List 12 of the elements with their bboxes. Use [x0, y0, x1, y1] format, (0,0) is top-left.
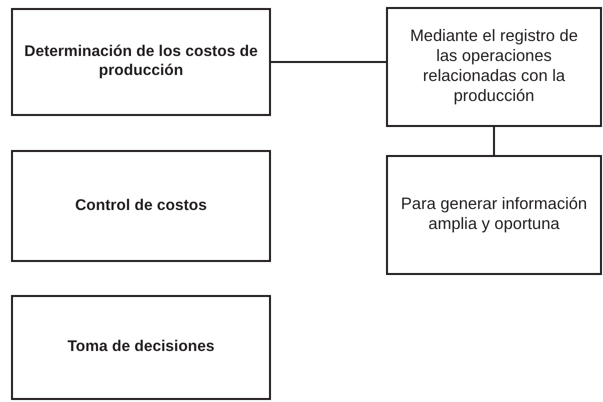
text-box	[11, 150, 271, 262]
box-text: Para generar información amplia y oportuna	[400, 195, 588, 235]
text-box	[11, 8, 271, 116]
box-text: Toma de decisiones	[67, 338, 214, 357]
text-box	[386, 7, 602, 127]
box-text: Determinación de los costos de producción	[23, 43, 259, 81]
box-text: Control de costos	[75, 196, 207, 216]
connector-line	[493, 127, 495, 155]
text-box	[11, 295, 271, 400]
box-text: Mediante el registro de las operaciones relacionadas con la producción	[409, 27, 579, 107]
text-box	[386, 155, 602, 275]
connector-line	[271, 61, 386, 63]
